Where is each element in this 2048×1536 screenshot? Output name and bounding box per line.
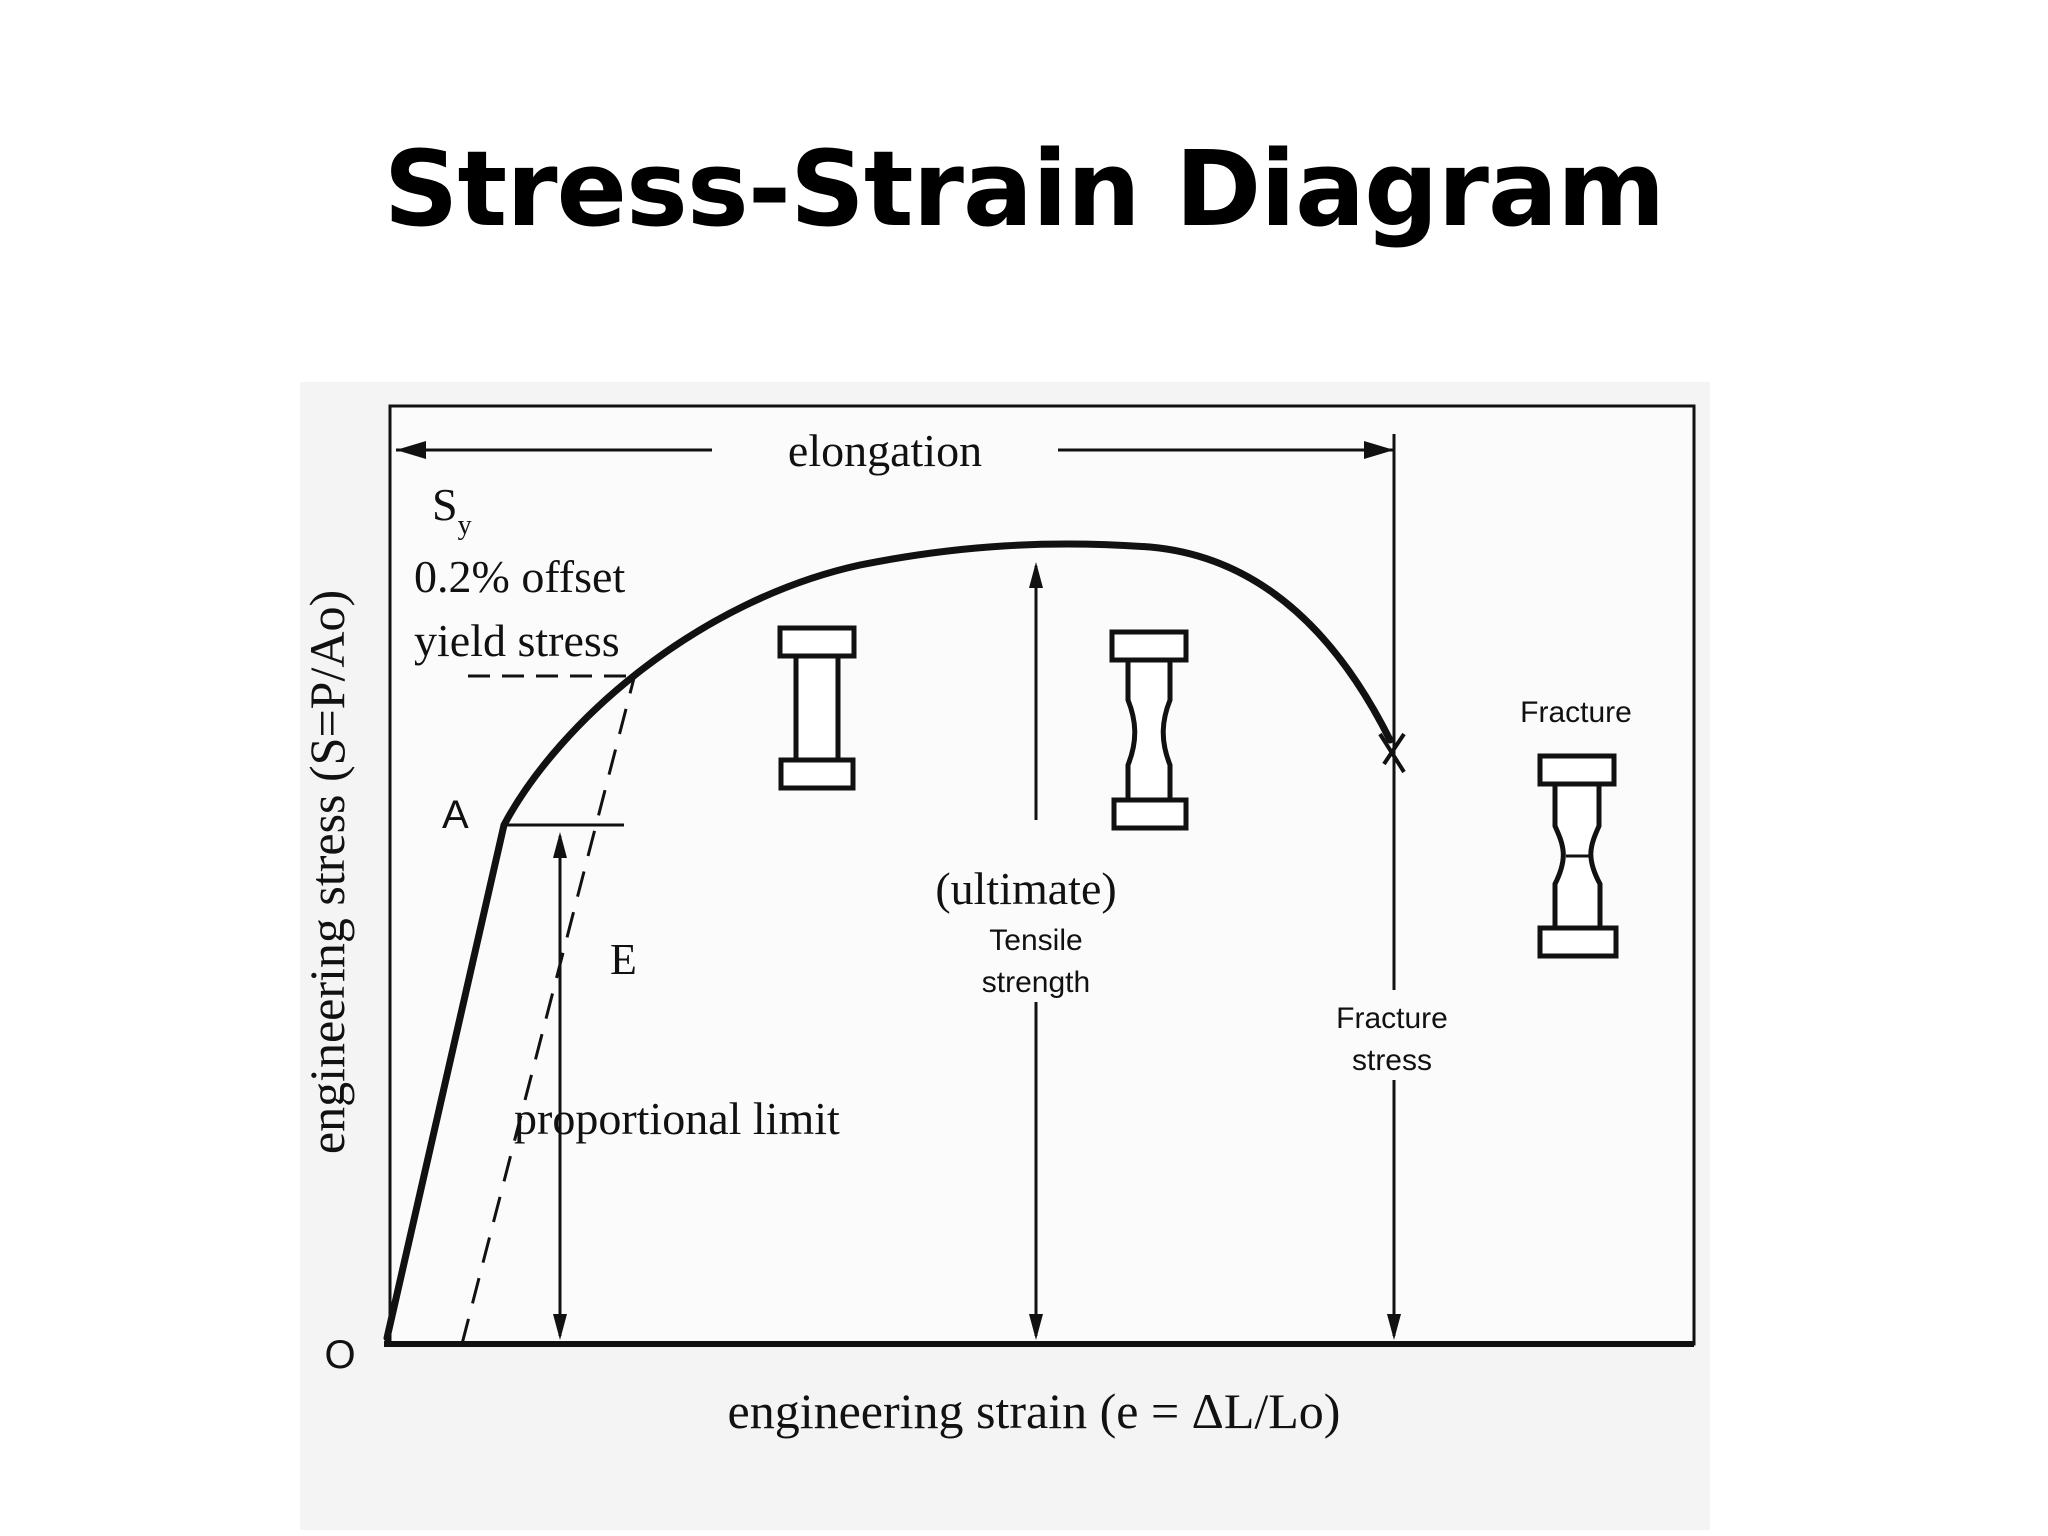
specimen-uniform-icon [777,625,857,791]
ultimate-strength-arrow [1029,562,1043,1340]
fracture-stress-label-line1: Fracture [1336,1002,1448,1035]
yield-stress-label: yield stress [414,615,620,666]
specimen-necking-icon [1109,629,1189,831]
fracture-stress-label-line2: stress [1352,1044,1432,1077]
strength-label: strength [982,966,1090,999]
offset-line [460,677,636,1345]
elongation-label: elongation [788,425,982,476]
modulus-label: E [610,935,637,984]
proportional-limit-label: proportional limit [514,1093,840,1144]
yield-symbol: Sy [432,479,472,541]
ultimate-label: (ultimate) [935,863,1116,914]
y-axis-label: engineering stress (S=P/Ao) [299,590,355,1154]
slide-title: Stress-Strain Diagram [383,128,1666,250]
stress-strain-curve [383,540,1394,1342]
figure-border [388,404,1696,1346]
elongation-dimension [396,441,1394,459]
fracture-label: Fracture [1520,696,1632,729]
yield-offset-label: 0.2% offset [414,551,625,602]
origin-label: O [324,1333,355,1377]
point-a-label: A [442,793,469,837]
fracture-stress-arrow [1387,434,1401,1340]
tensile-label: Tensile [989,924,1082,957]
fracture-point-mark [1378,732,1406,774]
x-axis-label: engineering strain (e = ΔL/Lo) [728,1383,1341,1439]
proportional-limit-arrow [553,832,567,1340]
specimen-fracture-icon [1537,753,1619,959]
